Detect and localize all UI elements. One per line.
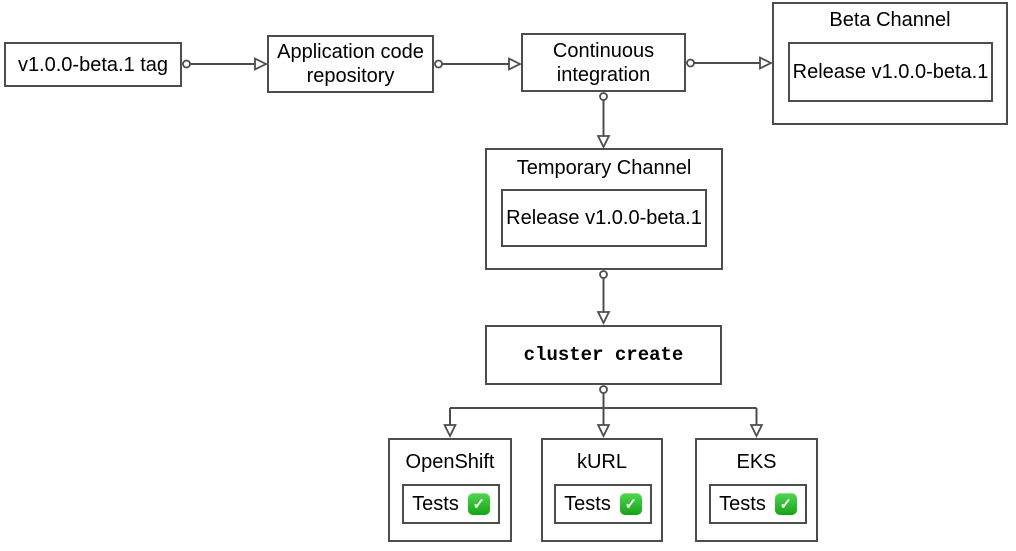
node-beta-release: Release v1.0.0-beta.1 — [788, 42, 993, 102]
node-label: Release v1.0.0-beta.1 — [506, 207, 702, 229]
container-kurl: kURL Tests ✓ — [541, 438, 663, 542]
node-label: cluster create — [523, 344, 684, 366]
container-beta-channel: Beta Channel Release v1.0.0-beta.1 — [772, 2, 1008, 125]
container-eks: EKS Tests ✓ — [695, 438, 818, 542]
container-title: EKS — [736, 451, 777, 473]
check-mark-button-icon: ✓ — [619, 493, 642, 515]
node-kurl-tests: Tests ✓ — [554, 484, 652, 524]
check-glyph: ✓ — [624, 495, 638, 513]
check-mark-button-icon: ✓ — [467, 493, 490, 515]
edge-ci-to-temp-channel — [596, 92, 611, 150]
edge-repo-to-ci — [434, 57, 523, 71]
node-temp-release: Release v1.0.0-beta.1 — [501, 189, 707, 247]
edge-ci-to-beta-channel — [686, 56, 774, 70]
tests-label: Tests — [412, 493, 459, 515]
container-temporary-channel: Temporary Channel Release v1.0.0-beta.1 — [485, 148, 723, 270]
container-title: kURL — [576, 451, 627, 473]
node-version-tag: v1.0.0-beta.1 tag — [4, 42, 182, 87]
container-openshift: OpenShift Tests ✓ — [388, 438, 512, 542]
container-title: OpenShift — [405, 451, 495, 473]
node-label: Continuous integration — [552, 39, 655, 86]
node-eks-tests: Tests ✓ — [709, 484, 807, 524]
container-title: Temporary Channel — [516, 157, 692, 179]
node-openshift-tests: Tests ✓ — [402, 484, 500, 524]
node-label: Application code repository — [277, 41, 424, 87]
node-label: Release v1.0.0-beta.1 — [792, 61, 989, 83]
node-label: v1.0.0-beta.1 tag — [17, 53, 169, 76]
tests-label: Tests — [564, 493, 611, 515]
edge-cluster-create-to-targets — [443, 385, 764, 439]
edge-tag-to-repo — [182, 57, 269, 71]
check-glyph: ✓ — [472, 495, 486, 513]
node-app-code-repository: Application code repository — [267, 35, 434, 93]
node-cluster-create: cluster create — [485, 325, 722, 385]
tests-label: Tests — [719, 493, 766, 515]
container-title: Beta Channel — [829, 9, 951, 31]
node-continuous-integration: Continuous integration — [521, 33, 686, 92]
edge-temp-channel-to-cluster-create — [596, 270, 611, 326]
check-glyph: ✓ — [779, 495, 793, 513]
check-mark-button-icon: ✓ — [774, 493, 797, 515]
